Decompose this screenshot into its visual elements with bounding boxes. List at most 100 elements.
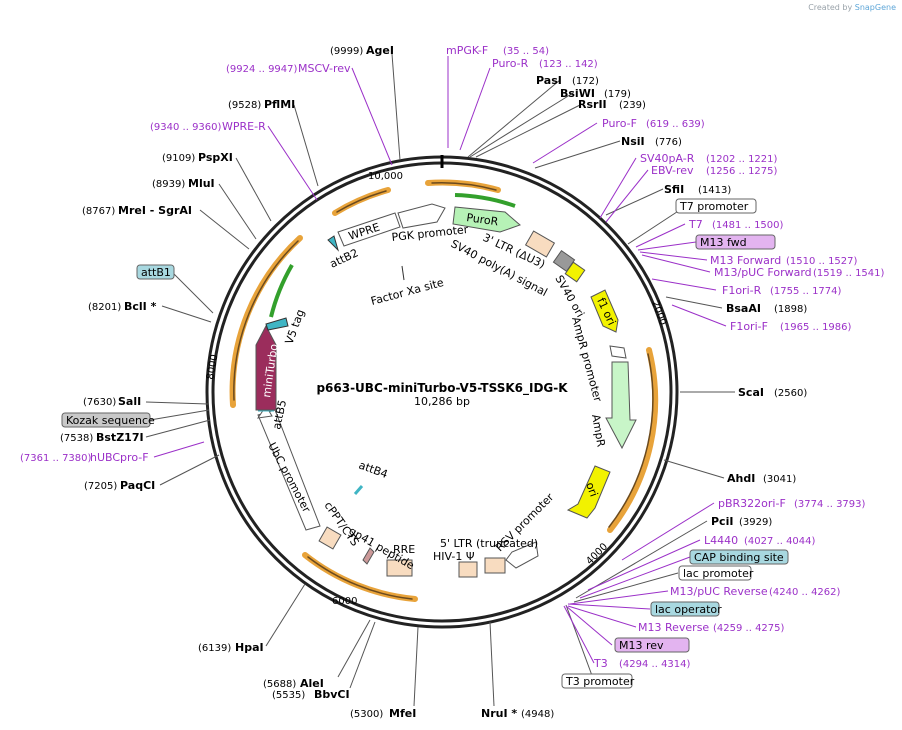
primer-l4440: L4440 [704,534,738,547]
enzyme-bbvci-pos: (5535) [272,690,305,701]
primer-f1orir: F1ori-R [722,284,762,297]
orf-arc-amp [607,347,659,533]
attB2-label: attB2 [328,246,361,270]
ltr3-box [524,230,556,258]
primer-sv40par: SV40pA-R [640,152,695,165]
leader-paqci [159,454,220,486]
lac-promoter-box [678,565,752,581]
leader-m13pucrev [569,590,669,605]
primer-mpgkf: mPGK-F [446,44,488,57]
hiv-box [458,561,478,578]
enzyme-sfii: SfiI [664,183,684,196]
miniTurbo-arrow [255,324,277,411]
ampR-promoter-arrow [609,345,627,359]
primer-mpgkf-pos: (35 .. 54) [503,46,549,57]
leader-lacpromoter [573,572,679,603]
primer-t7: T7 [688,218,703,231]
enzyme-mfei: MfeI [389,707,416,720]
enzyme-rsrii: RsrII [578,98,607,111]
green-arc-left [269,263,294,318]
m13-rev-label: M13 rev [619,639,664,652]
tick-8000: 8000 [205,354,220,381]
cppt-box [318,526,342,550]
enzyme-alei: AleI [300,677,324,690]
ampR-arrow [605,361,637,450]
pgk-promoter-arrow [397,203,446,229]
m13-fwd-label: M13 fwd [700,236,747,249]
enzyme-bsiwi-pos: (179) [604,89,631,100]
v5-tag-mark [265,317,289,331]
enzyme-leader-lines [145,53,735,707]
leader-bsaai [665,296,723,309]
enzyme-paqci-pos: (7205) [84,481,117,492]
orf-arc-puro-core [431,182,497,191]
ampR-label: AmpR [589,413,608,448]
enzyme-mrei-pos: (8767) [82,206,115,217]
enzyme-bsaai: BsaAI [726,302,761,315]
credit-prefix: Created by [808,3,853,12]
leader-pasi [467,79,561,158]
enzyme-bstz17i: BstZ17I [96,431,144,444]
leader-t3promoter [565,604,595,682]
leader-bstz17i [145,419,211,438]
primer-m13forward-pos: (1510 .. 1527) [786,256,858,267]
tick-10000: 10,000 [368,171,403,182]
primer-m13pucrev: M13/pUC Reverse [670,585,768,598]
leader-bsiwi [469,92,574,158]
enzyme-agei: AgeI [366,44,394,57]
leader-m13rev [567,605,637,628]
v5-tag-label: V5 tag [283,308,308,346]
leader-t7 [635,223,686,248]
primer-f1orif-pos: (1965 .. 1986) [780,322,852,333]
primer-wprer-pos: (9340 .. 9360) [150,122,222,133]
enzyme-pflmi: PflMI [264,98,295,111]
enzyme-nrui-pos: (4948) [521,709,554,720]
enzyme-rsrii-pos: (239) [619,100,646,111]
enzyme-agei-pos: (9999) [330,46,363,57]
attB1-box [136,264,175,280]
enzyme-nrui: NruI * [481,707,517,720]
leader-m13revbox [565,605,613,646]
leader-m13fwd [637,241,697,251]
sv40ori-label: SV40 ori [552,273,586,320]
ori-label: ori [583,481,600,499]
t7-promoter-label: T7 promoter [679,200,749,213]
primer-m13pucfwd: M13/pUC Forward [714,266,812,279]
primer-puror: Puro-R [492,57,529,70]
primer-hubcprof: hUBCpro-F [90,451,149,464]
kozak-label: Kozak sequence [66,414,155,427]
enzyme-ahdi: AhdI [727,472,755,485]
enzyme-scai-pos: (2560) [774,388,807,399]
primer-m13rev: M13 Reverse [638,621,709,634]
enzyme-bcli: BclI * [124,300,157,313]
m13-fwd-box [695,234,776,250]
m13-rev-box [614,637,690,653]
leader-purof [532,122,598,164]
plasmid-length: 10,286 bp [414,395,470,408]
primer-m13rev-pos: (4259 .. 4275) [713,623,785,634]
ori-arrow [566,465,611,519]
leader-nrui [489,621,495,707]
enzyme-pspxi: PspXI [198,151,233,164]
enzyme-scai: ScaI [738,386,764,399]
primer-l4440-pos: (4027 .. 4044) [744,536,816,547]
enzyme-bsiwi: BsiWI [560,87,595,100]
leader-f1orir [651,278,717,291]
leader-pspxi [235,157,272,222]
enzyme-bbvci: BbvCI [314,688,350,701]
leader-agei [391,53,401,161]
enzyme-pspxi-pos: (9109) [162,153,195,164]
primer-m13pucrev-pos: (4240 .. 4262) [769,587,841,598]
leader-kozak [149,409,210,421]
enzyme-mlui-pos: (8939) [152,179,185,190]
enzyme-sali-pos: (7630) [83,397,116,408]
leader-m13pucfwd [641,254,711,273]
gp41-mark [362,547,375,565]
attB1-label: attB1 [141,266,171,279]
enzyme-pflmi-pos: (9528) [228,100,261,111]
leader-bcli [161,305,212,323]
leader-pflmi [293,104,319,187]
t3-promoter-label: T3 promoter [565,675,635,688]
orf-arc-bottom-core [307,556,413,600]
